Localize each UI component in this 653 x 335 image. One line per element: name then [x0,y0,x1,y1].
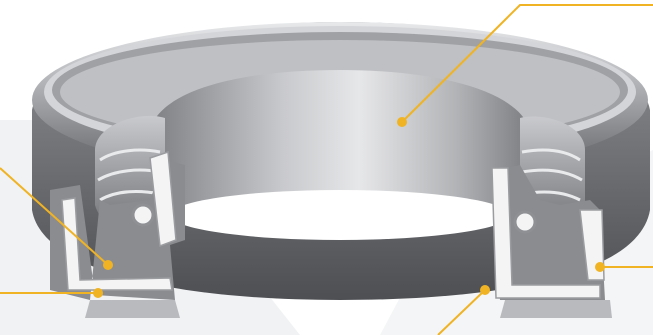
bore-opening [170,190,510,240]
right-base [500,300,612,318]
callout-dot-top [397,117,407,127]
callout-dot-right [595,262,605,272]
right-garter-spring [515,212,535,232]
callout-dot-bottom [480,285,490,295]
callout-dot-left-lower [93,288,103,298]
callout-dot-left-upper [103,260,113,270]
left-base [85,300,180,318]
left-garter-spring [133,205,153,225]
